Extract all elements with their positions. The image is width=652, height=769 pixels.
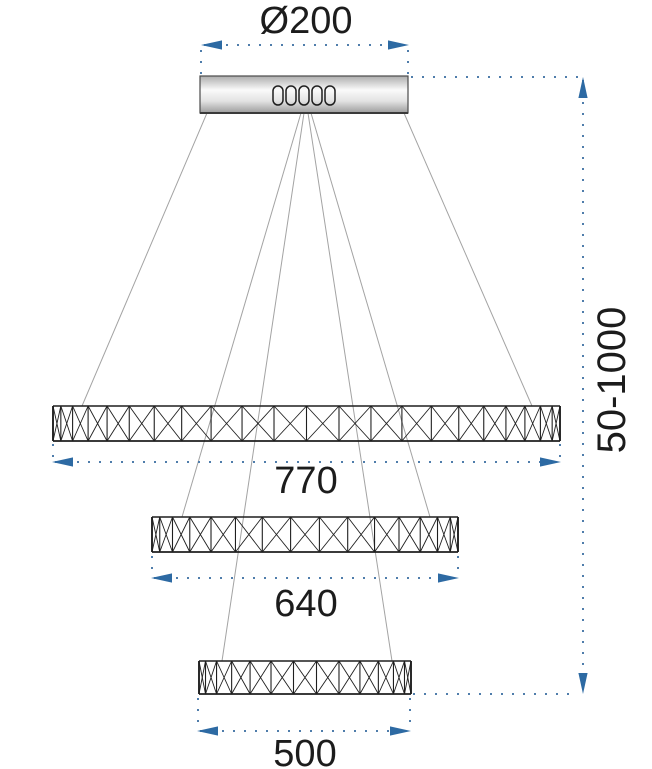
dim-hanging-height [411,76,588,695]
dimension-arrow-icon [438,573,459,583]
crystal-ring-500 [198,660,412,695]
dim-ring-640 [151,556,459,583]
crystal-ring-640 [151,516,459,553]
canopy-diameter-label: Ø200 [259,0,353,42]
dimension-arrow-icon [151,573,172,583]
canopy-vent-slot-icon [285,85,297,106]
small-ring-diameter-label: 500 [273,733,337,769]
canopy-vent-slot-icon [272,85,284,106]
dimension-arrow-icon [540,457,561,467]
dimension-arrow-icon [390,726,411,736]
dimension-arrow-icon [201,40,222,50]
canopy-vent-slot-icon [298,85,310,106]
dim-ring-770 [52,444,561,467]
canopy-vent-slot-icon [324,85,336,106]
hanging-height-range-label: 50-1000 [590,306,634,454]
dimension-arrow-icon [388,40,409,50]
crystal-ring-770 [52,405,561,442]
dimension-arrow-icon [578,77,588,98]
dimension-arrow-icon [578,673,588,694]
dim-ring-500 [197,698,411,736]
large-ring-diameter-label: 770 [274,460,338,502]
canopy-vent-slot-icon [311,85,323,106]
suspension-cables [81,112,533,662]
dimension-arrow-icon [197,726,218,736]
medium-ring-diameter-label: 640 [274,583,338,625]
ceiling-canopy [199,75,409,114]
dimension-arrow-icon [52,457,73,467]
dim-canopy-diameter [200,40,409,74]
